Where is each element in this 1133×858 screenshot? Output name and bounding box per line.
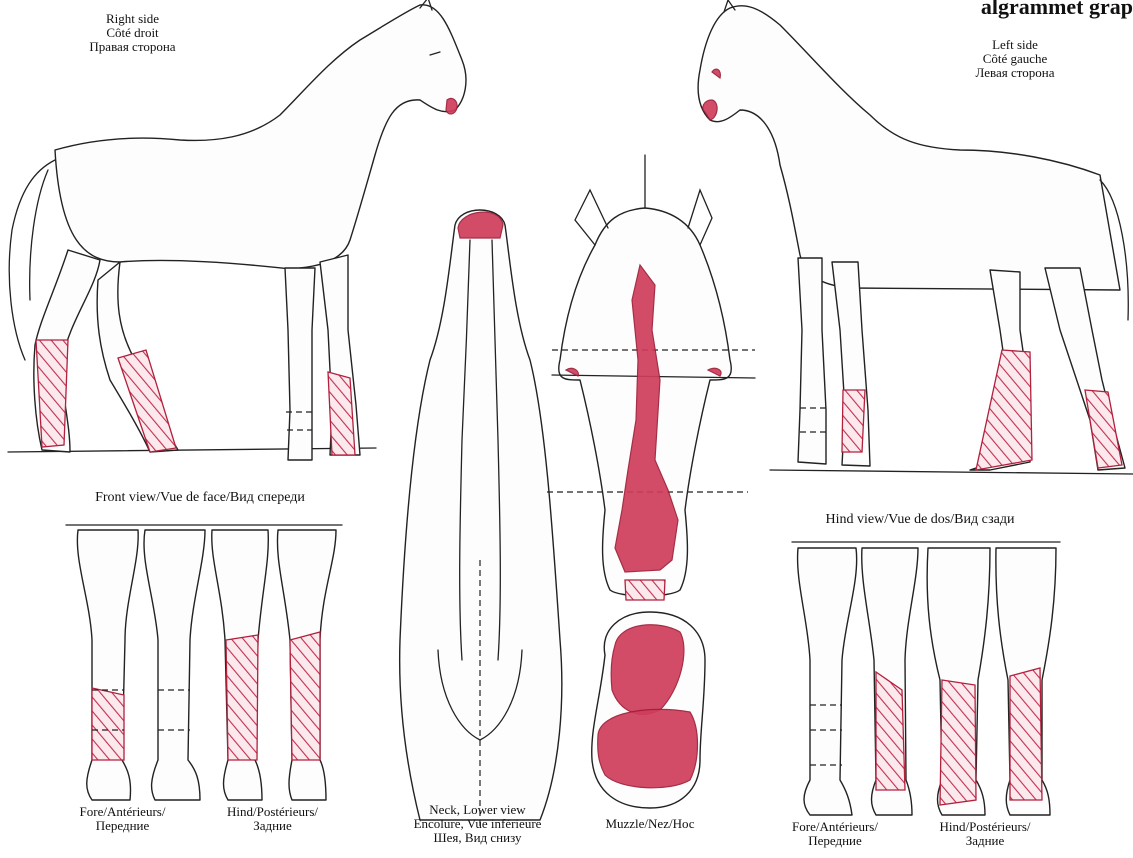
front-hind-label: Hind/Postérieurs/ Задние: [200, 805, 345, 833]
muzzle-label: Muzzle/Nez/Нос: [585, 817, 715, 831]
right-fore-near-leg: [285, 268, 315, 460]
head-front-view: [547, 155, 755, 600]
front-view-legs: [66, 525, 342, 800]
front-hind-right-marking: [290, 632, 320, 760]
rear-fore-label: Fore/Antérieurs/ Передние: [765, 820, 905, 848]
hind-view-legs: [792, 542, 1060, 815]
front-fore-left-marking: [92, 688, 124, 760]
right-side-horse: [8, 0, 466, 460]
right-side-label: Right side Côté droit Правая сторона: [45, 12, 220, 54]
hind-hind-right-marking: [1010, 668, 1042, 800]
left-side-label: Left side Côté gauche Левая сторона: [940, 38, 1090, 80]
hind-fore-right-marking: [876, 672, 905, 790]
neck-label: Neck, Lower view Encolure, Vue inférieur…: [370, 803, 585, 845]
neck-lower-view: [400, 210, 562, 830]
left-fore-near-marking: [842, 390, 865, 452]
hind-hind-left-marking: [940, 680, 976, 805]
header-partial-title: algrammet grap: [981, 0, 1133, 19]
front-fore-right-leg: [144, 530, 205, 800]
muzzle-lower-mark: [598, 709, 698, 787]
left-muzzle-mark: [703, 100, 717, 120]
hind-view-title: Hind view/Vue de dos/Вид сзади: [770, 513, 1070, 527]
front-view-title: Front view/Vue de face/Вид спереди: [40, 491, 360, 505]
hind-fore-left-leg: [798, 548, 857, 815]
right-hind-far-marking: [36, 340, 68, 447]
left-hind-near-marking: [976, 350, 1032, 470]
head-lip-mark: [625, 580, 665, 600]
right-muzzle-mark: [446, 98, 457, 114]
right-fore-far-marking: [328, 372, 355, 455]
left-hind-far-marking: [1085, 390, 1122, 468]
rear-hind-label: Hind/Postérieurs/ Задние: [905, 820, 1065, 848]
front-fore-label: Fore/Antérieurs/ Передние: [55, 805, 190, 833]
muzzle-view: [592, 612, 705, 808]
front-hind-left-marking: [226, 635, 258, 760]
left-fore-far-leg: [798, 258, 826, 464]
